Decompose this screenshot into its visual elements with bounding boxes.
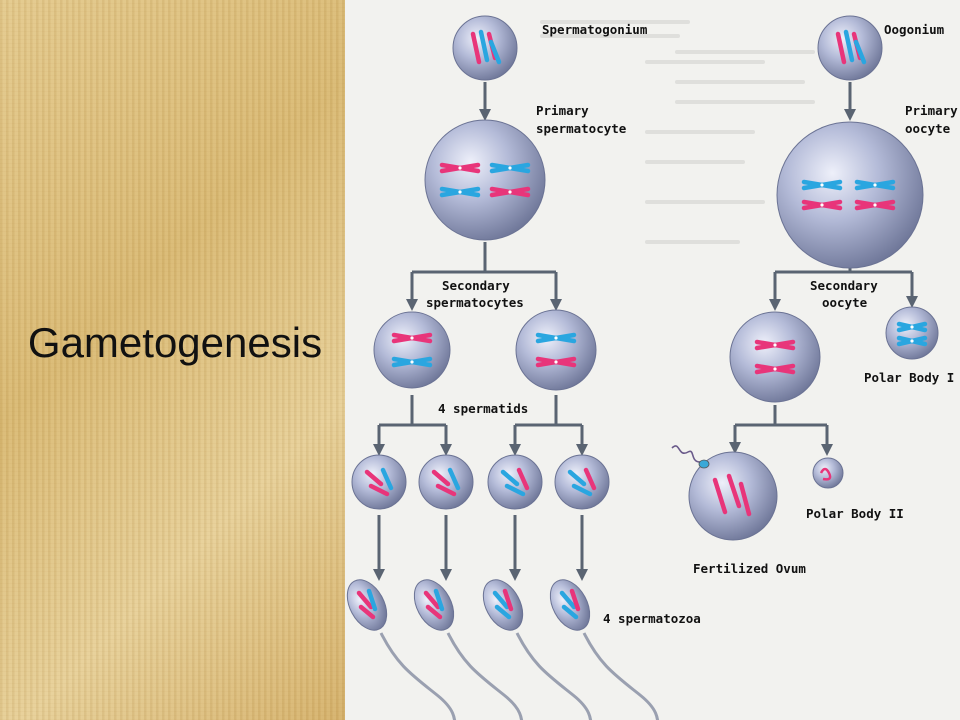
primary-spermatocyte-cell <box>424 119 546 241</box>
secondary-oocyte-label: Secondary <box>810 278 878 293</box>
spermatogonium-label: Spermatogonium <box>542 22 648 37</box>
spermatid-cell-4 <box>554 454 610 510</box>
spermatozoon-3 <box>482 579 593 720</box>
polar-body-1-label: Polar Body I <box>864 370 954 385</box>
polar-body-1-cell <box>885 306 939 360</box>
primary-oocyte-label-2: oocyte <box>905 121 951 136</box>
secondary-oocyte-cell <box>729 311 821 403</box>
slide-title: Gametogenesis <box>27 319 323 366</box>
oogonium-label: Oogonium <box>884 22 945 37</box>
secondary-spermatocytes-label-2: spermatocytes <box>426 295 524 310</box>
fertilized-ovum-cell <box>688 451 778 541</box>
spermatids-label: 4 spermatids <box>438 401 528 416</box>
spermatozoa-label: 4 spermatozoa <box>603 611 701 626</box>
spermatozoon-4 <box>549 579 660 720</box>
spermatid-cell-2 <box>418 454 474 510</box>
polar-body-2-cell <box>812 457 844 489</box>
primary-oocyte-label: Primary <box>905 103 958 118</box>
spermatogonium-cell <box>452 15 518 81</box>
secondary-oocyte-label-2: oocyte <box>822 295 868 310</box>
spermatozoon-2 <box>413 579 524 720</box>
primary-oocyte-cell <box>776 121 924 269</box>
fertilized-ovum-label: Fertilized Ovum <box>693 561 806 576</box>
spermatid-cell-3 <box>487 454 543 510</box>
polar-body-2-label: Polar Body II <box>806 506 904 521</box>
primary-spermatocyte-label: Primary <box>536 103 589 118</box>
secondary-spermatocytes-label: Secondary <box>442 278 510 293</box>
arrows <box>373 82 918 581</box>
primary-spermatocyte-label-2: spermatocyte <box>536 121 627 136</box>
spermatozoon-1 <box>346 579 457 720</box>
secondary-spermatocyte-cell-1 <box>373 311 451 389</box>
oogonium-cell <box>817 15 883 81</box>
secondary-spermatocyte-cell-2 <box>515 309 597 391</box>
incoming-sperm-icon <box>671 445 710 469</box>
parchment-background: Gametogenesis <box>0 0 345 720</box>
spermatid-cell-1 <box>351 454 407 510</box>
